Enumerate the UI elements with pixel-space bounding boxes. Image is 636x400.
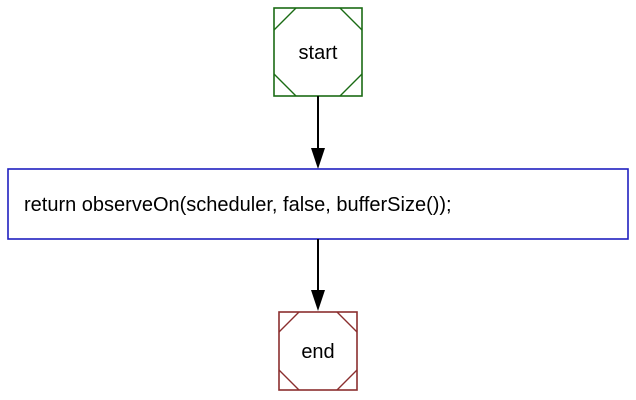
- end-node[interactable]: end: [278, 311, 358, 391]
- end-node-label: end: [301, 341, 334, 363]
- edge-statement-to-end: [311, 239, 325, 311]
- edge-start-to-statement: [311, 96, 325, 169]
- start-node-corner-cuts: [273, 7, 363, 97]
- start-node[interactable]: start: [273, 7, 363, 97]
- statement-node-label: return observeOn(scheduler, false, buffe…: [24, 194, 452, 216]
- start-node-label: start: [299, 42, 338, 64]
- end-node-corner-cuts: [278, 311, 358, 391]
- end-node-box: [278, 311, 358, 391]
- statement-node[interactable]: return observeOn(scheduler, false, buffe…: [7, 168, 629, 240]
- edge-start-to-statement-arrowhead: [311, 148, 325, 169]
- edge-statement-to-end-arrowhead: [311, 290, 325, 311]
